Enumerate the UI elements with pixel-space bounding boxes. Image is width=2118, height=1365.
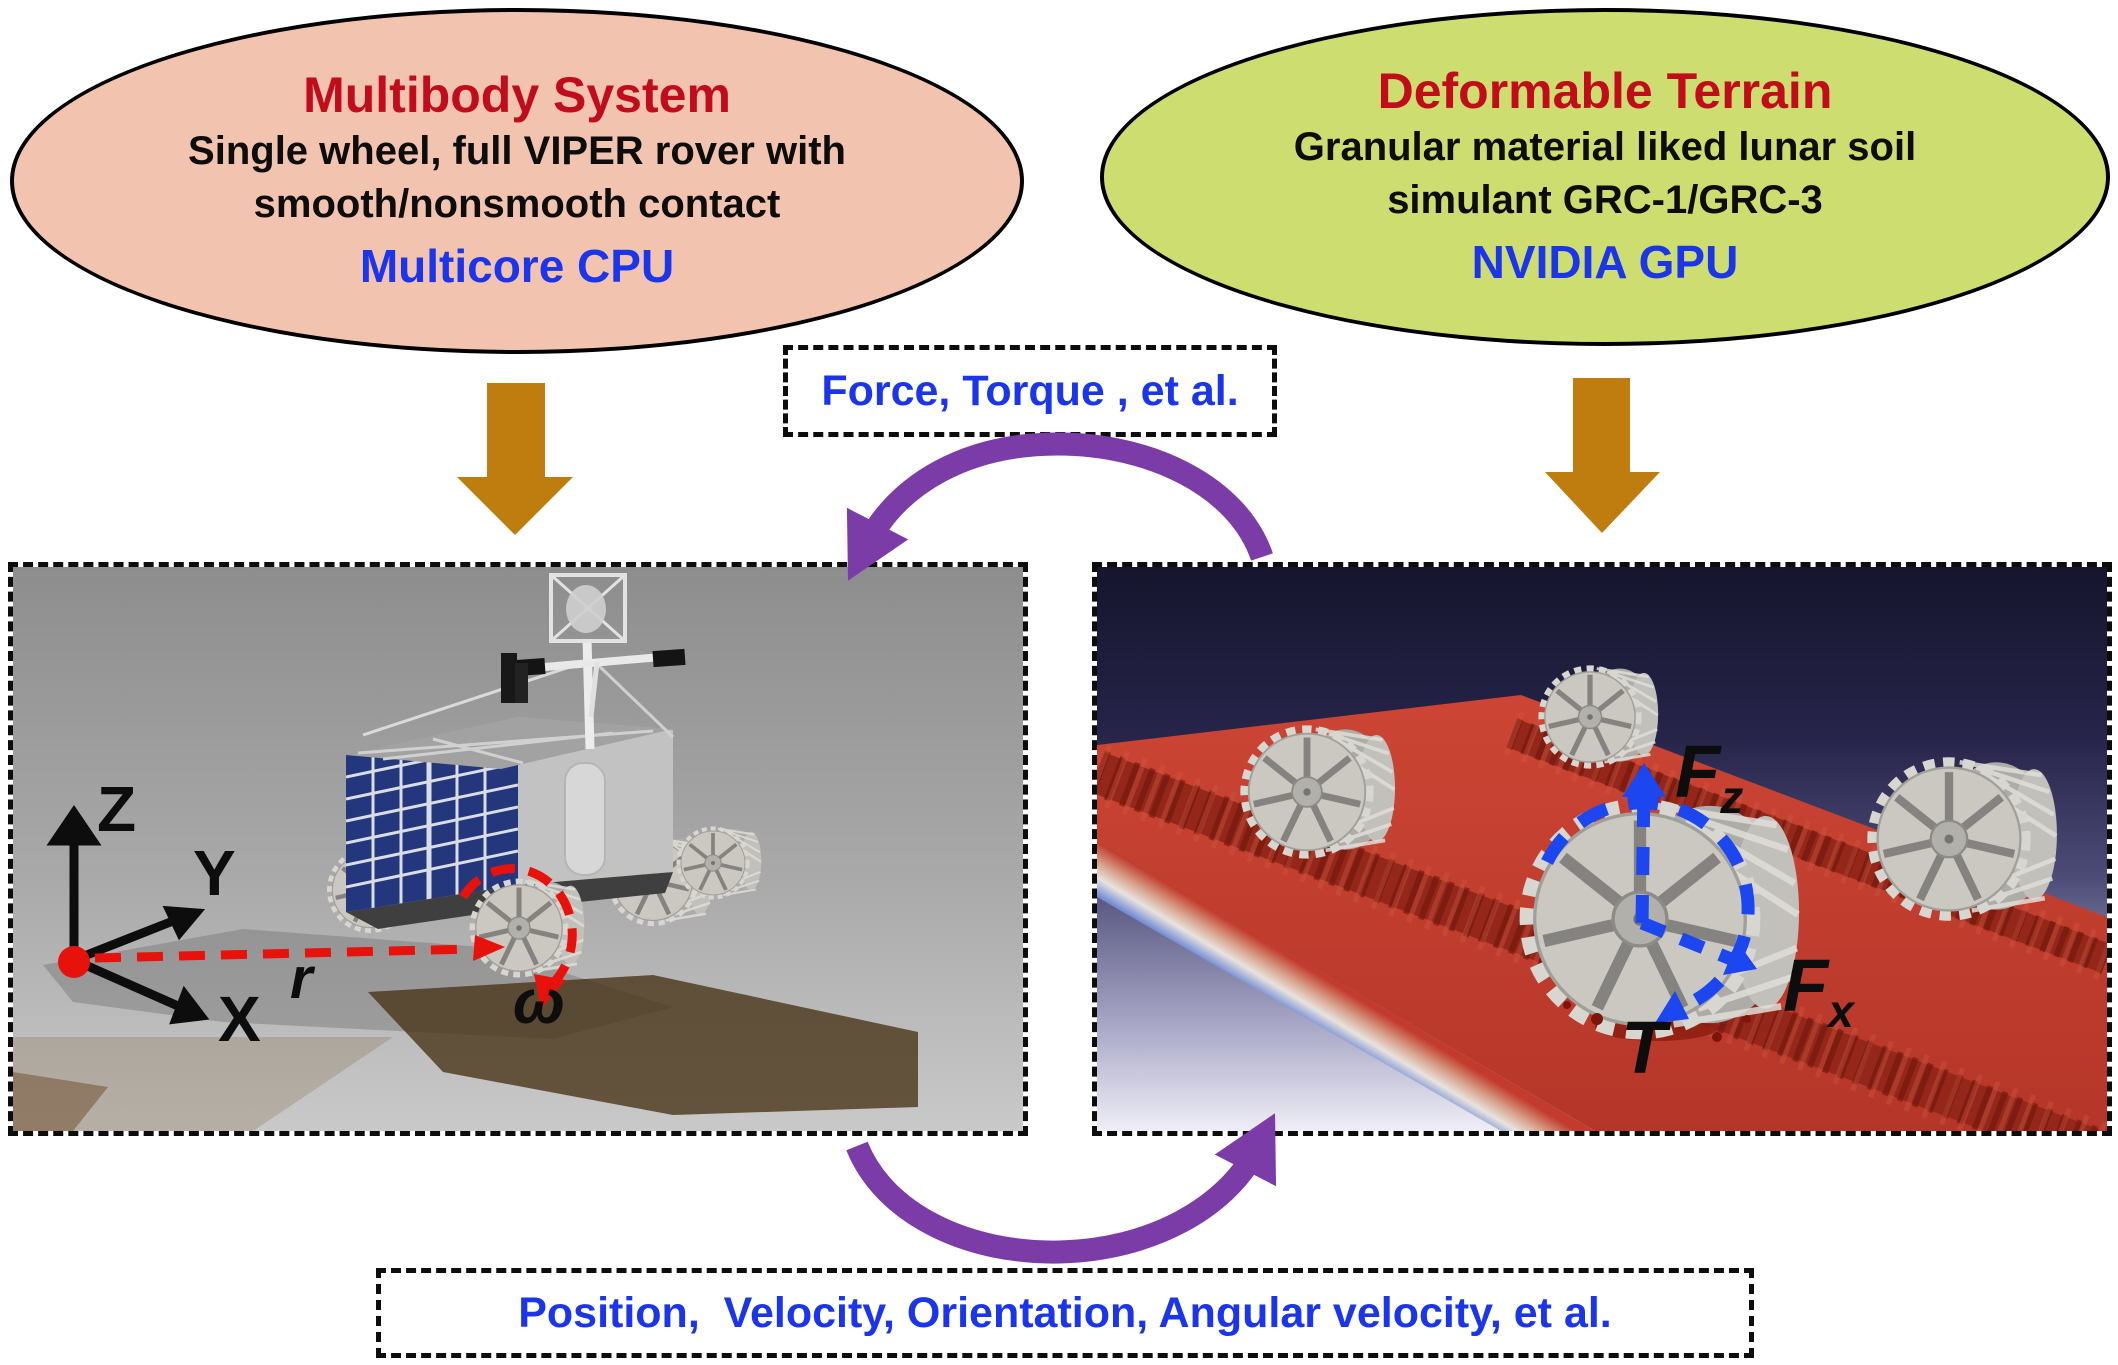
fz-label: Fz: [1675, 730, 1743, 823]
multibody-hardware: Multicore CPU: [359, 239, 675, 292]
x-axis-label: X: [218, 983, 261, 1055]
position-vector-arrow: [94, 935, 505, 963]
force-feedback-arrow-icon: [846, 432, 1273, 581]
terrain-title: Deformable Terrain: [1377, 63, 1833, 120]
y-axis-label: Y: [193, 837, 236, 909]
rover-deck-frames: [357, 729, 654, 765]
soil-particles: [1563, 1001, 1751, 1042]
force-arrowheads: [1622, 763, 1757, 1023]
y-axis-arrowhead: [162, 905, 206, 941]
fx-label: Fx: [1783, 944, 1856, 1037]
torque-label: T: [1621, 1006, 1672, 1089]
terrain-line2: simulant GRC-1/GRC-3: [1387, 178, 1823, 223]
terrain-render-panel: Fz Fx T: [1092, 562, 2112, 1136]
rover-mast: [362, 573, 686, 750]
state-feedback-arrow-icon: [846, 1113, 1277, 1264]
soil-cross-section: [1097, 842, 1595, 1131]
rover-render: Z Y X r ω: [13, 567, 1023, 1131]
terrain-hardware: NVIDIA GPU: [1471, 235, 1739, 288]
antenna-dish: [566, 585, 606, 633]
multibody-line1: Single wheel, full VIPER rover with: [188, 129, 846, 174]
deformable-terrain-ellipse: Deformable Terrain Granular material lik…: [1100, 8, 2110, 346]
z-axis-arrowhead: [46, 804, 102, 846]
rover-render-panel: Z Y X r ω: [8, 562, 1028, 1136]
origin-point: [58, 946, 90, 978]
angular-velocity-arc: [459, 864, 577, 1009]
position-vector-label: r: [290, 946, 316, 1011]
world-axes: [46, 804, 210, 1025]
multibody-line2: smooth/nonsmooth contact: [253, 182, 781, 227]
terrain-line1: Granular material liked lunar soil: [1293, 125, 1917, 170]
x-axis-arrowhead: [169, 985, 210, 1025]
terrain-render: Fz Fx T: [1097, 567, 2107, 1131]
terrain-down-arrow-icon: [1545, 378, 1660, 533]
torque-arrowhead: [1655, 991, 1689, 1023]
mast-instrument: [501, 653, 517, 703]
state-exchange-label: Position, Velocity, Orientation, Angular…: [518, 1288, 1612, 1337]
force-annotations: [1541, 784, 1755, 1014]
angular-velocity-label: ω: [513, 968, 565, 1037]
multibody-down-arrow-icon: [457, 383, 573, 535]
mast-camera-right: [652, 648, 686, 668]
multibody-system-ellipse: Multibody System Single wheel, full VIPE…: [10, 8, 1024, 354]
fx-arrowhead: [1723, 941, 1757, 975]
z-axis-label: Z: [97, 773, 136, 845]
force-torque-label: Force, Torque , et al.: [821, 366, 1239, 415]
multibody-title: Multibody System: [303, 67, 731, 124]
force-torque-box: Force, Torque , et al.: [783, 345, 1277, 437]
state-exchange-box: Position, Velocity, Orientation, Angular…: [376, 1268, 1754, 1358]
fz-arrowhead: [1622, 763, 1666, 797]
